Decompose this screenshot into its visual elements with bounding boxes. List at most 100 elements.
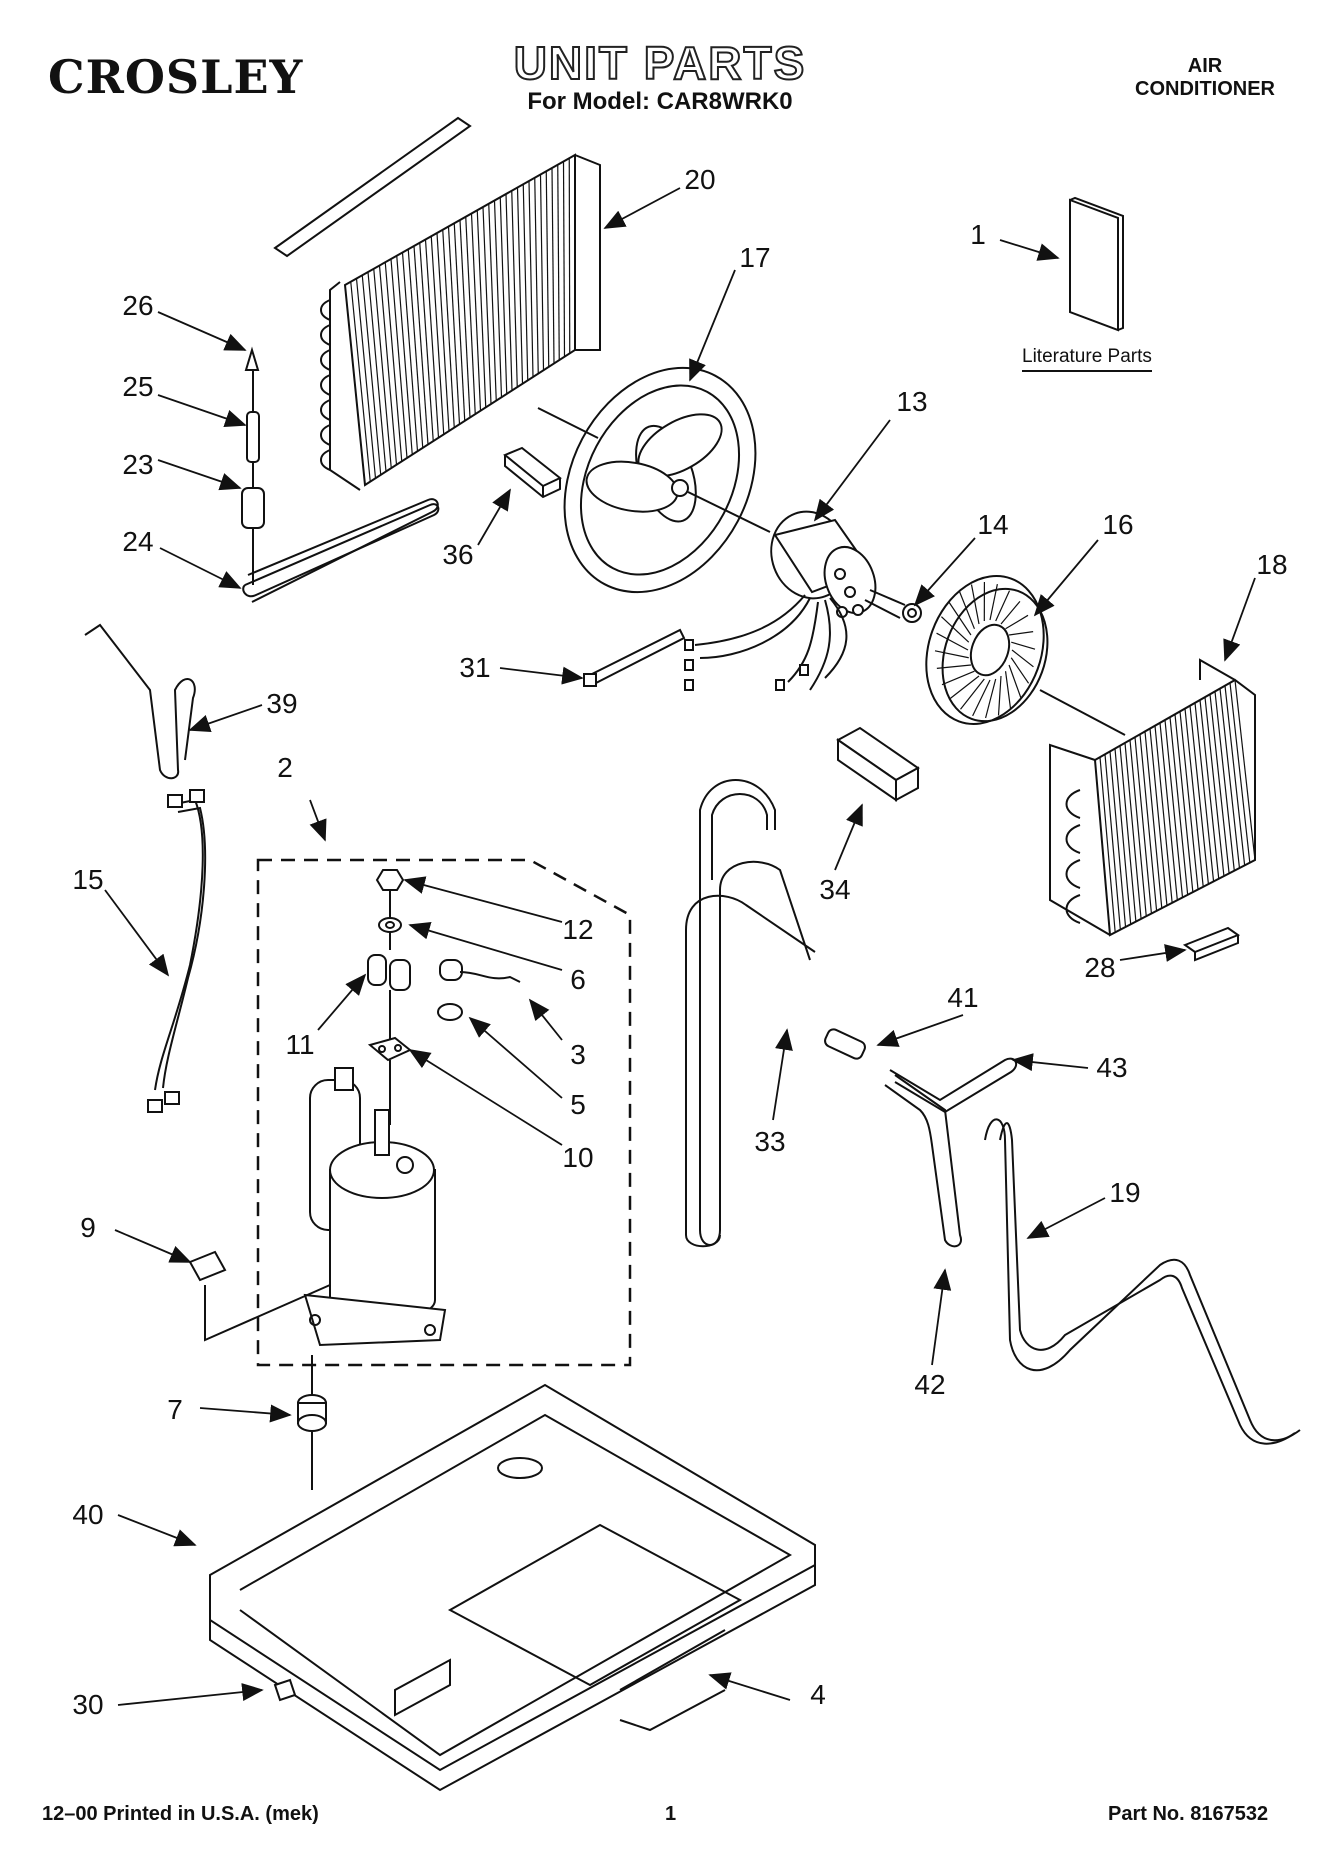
brand-logo: CROSLEY [48,50,304,104]
leader-arrow [499,666,584,685]
leader-arrow [468,1016,563,1099]
leader-arrow [999,239,1060,261]
leader-arrow [772,1028,793,1121]
leader-arrow [708,1672,791,1701]
capillary-assembly [241,346,440,603]
leader-arrow [157,394,247,428]
callout-4: 4 [810,1679,826,1710]
page-title-block: UNIT PARTS For Model: CAR8WRK0 [510,37,810,116]
leader-arrow [157,311,247,351]
fan-motor [684,510,906,691]
leader-arrow [603,187,681,229]
callout-6: 6 [570,964,586,995]
callout-20: 20 [684,164,716,195]
part-number: Part No. 8167532 [1108,1803,1269,1825]
leader-arrow [1026,1197,1106,1239]
callout-1: 1 [970,219,986,250]
callout-26: 26 [122,290,154,321]
callout-5: 5 [570,1089,586,1120]
evaporator-coil [1049,658,1256,937]
callout-2: 2 [277,752,293,783]
leader-arrow [689,269,736,382]
model-line: For Model: CAR8WRK0 [527,88,793,115]
leader-arrow [1011,1053,1089,1072]
callout-33: 33 [754,1126,786,1157]
callout-13: 13 [896,386,928,417]
literature-parts-label: Literature Parts [1022,346,1152,372]
leader-arrow [876,1014,964,1047]
callout-18: 18 [1256,549,1288,580]
literature-booklet [1069,196,1124,332]
callout-25: 25 [122,371,154,402]
callout-30: 30 [72,1689,104,1720]
leader-arrow [114,1229,192,1263]
compressor [303,1067,447,1347]
leader-arrow [477,488,511,546]
condenser-coil [320,153,601,491]
leader-arrow [1223,577,1256,662]
page-title: UNIT PARTS [513,37,807,89]
callout-10: 10 [562,1142,594,1173]
leader-arrow [1119,944,1187,962]
leader-arrow [157,459,242,491]
leader-arrow [913,537,976,607]
callout-42: 42 [914,1369,946,1400]
leader-arrow [408,1049,563,1146]
product-type: AIR CONDITIONER [1110,55,1300,101]
leader-arrow [528,998,563,1041]
clip [188,1250,331,1342]
blower-wheel [925,575,1126,736]
wire-harness [147,789,207,1113]
product-line-1: AIR [1187,55,1223,77]
leader-arrow [199,1404,292,1423]
spacer-block [503,446,562,499]
callout-39: 39 [266,688,298,719]
callout-19: 19 [1109,1177,1141,1208]
callout-15: 15 [72,864,104,895]
leader-arrow [188,704,263,733]
wire-tie [583,628,686,687]
callout-9: 9 [80,1212,96,1243]
callout-11: 11 [285,1029,315,1060]
callout-leaders [104,187,1256,1706]
mounting-hardware [367,869,521,1125]
foam-pad [836,726,920,802]
callout-17: 17 [739,242,771,273]
leader-arrow [309,799,327,842]
leader-arrow [408,921,563,971]
product-line-2: CONDITIONER [1135,78,1275,100]
callout-12: 12 [562,914,594,945]
foam-strip [273,116,472,258]
leader-arrow [117,1514,197,1547]
leader-arrow [159,547,242,589]
callout-14: 14 [977,509,1009,540]
callout-28: 28 [1084,952,1116,983]
base-pan [209,1383,816,1792]
leader-arrow [931,1268,952,1366]
leader-arrow [834,803,863,871]
callout-41: 41 [947,982,979,1013]
bracket [1182,926,1241,962]
leader-arrow [104,889,170,977]
callout-16: 16 [1102,509,1134,540]
callout-31: 31 [459,652,491,683]
grommet [297,1355,327,1490]
callout-24: 24 [122,526,154,557]
fan-nut [902,603,922,623]
condenser-fan-shroud [537,366,771,594]
page-number: 1 [665,1803,677,1825]
callout-40: 40 [72,1499,104,1530]
leader-arrow [813,419,891,522]
leader-arrow [117,1683,264,1706]
print-info: 12–00 Printed in U.S.A. (mek) [42,1803,319,1825]
callout-3: 3 [570,1039,586,1070]
callout-23: 23 [122,449,154,480]
callout-34: 34 [819,874,851,905]
callout-43: 43 [1096,1052,1128,1083]
leader-arrow [317,973,367,1031]
leader-arrow [403,876,563,923]
retainer-wire [84,623,196,780]
compressor-kit-outline [256,858,632,1367]
callout-36: 36 [442,539,474,570]
